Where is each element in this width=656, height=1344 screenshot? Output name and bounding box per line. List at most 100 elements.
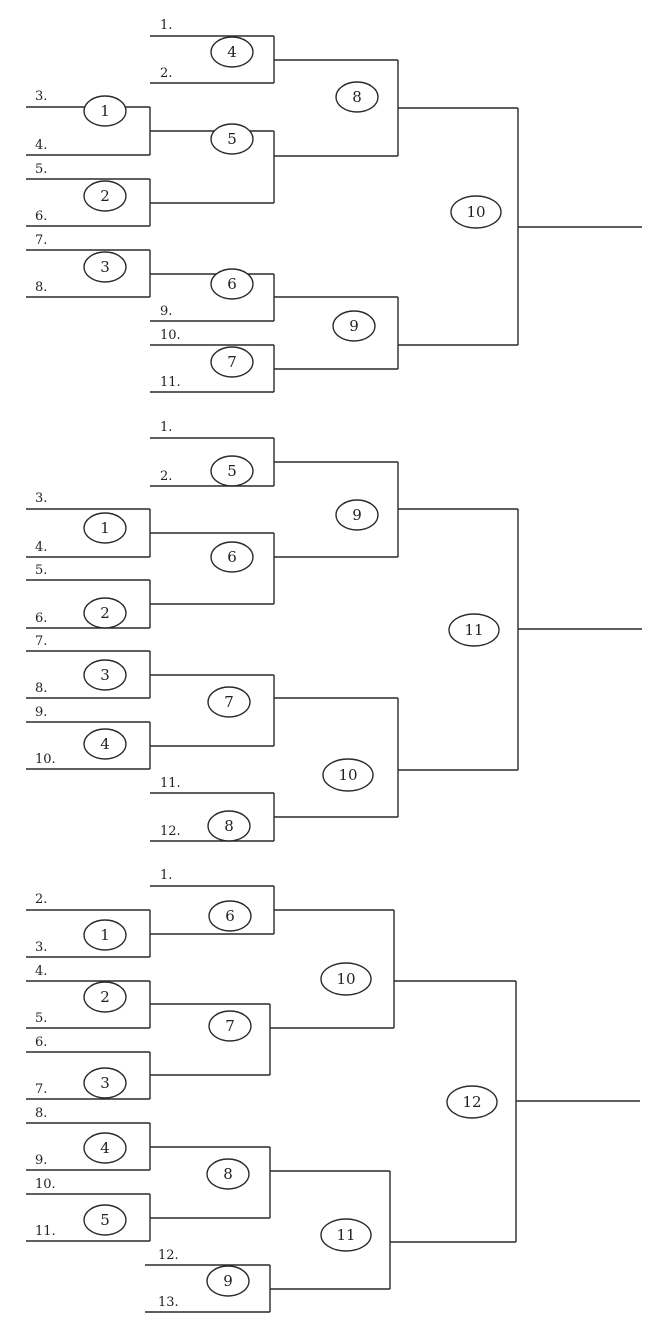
slot-label: 7.	[35, 634, 47, 649]
slot-label: 5.	[35, 1011, 47, 1026]
game-oval: 7	[208, 1010, 252, 1042]
svg-text:10: 10	[336, 970, 355, 988]
slot-label: 8.	[35, 280, 47, 295]
slot-label: 2.	[160, 66, 172, 81]
svg-text:2: 2	[100, 988, 110, 1006]
game-oval: 9	[332, 310, 376, 342]
svg-text:1: 1	[100, 926, 110, 944]
svg-text:9: 9	[352, 506, 362, 524]
svg-text:4: 4	[227, 43, 237, 61]
slot-label: 11.	[35, 1224, 56, 1239]
game-oval: 7	[207, 686, 251, 718]
svg-text:10: 10	[466, 203, 485, 221]
svg-text:1: 1	[100, 102, 110, 120]
slot-label: 1.	[160, 868, 172, 883]
slot-label: 9.	[35, 705, 47, 720]
svg-text:11: 11	[464, 621, 483, 639]
game-oval: 8	[335, 81, 379, 113]
svg-text:2: 2	[100, 187, 110, 205]
game-oval: 1	[83, 512, 127, 544]
slot-label: 12.	[160, 824, 181, 839]
game-oval: 7	[210, 346, 254, 378]
slot-label: 5.	[35, 162, 47, 177]
game-oval: 1	[83, 919, 127, 951]
svg-text:6: 6	[227, 548, 237, 566]
slot-label: 3.	[35, 89, 47, 104]
game-oval: 10	[320, 962, 372, 996]
slot-label: 11.	[160, 776, 181, 791]
slot-label: 11.	[160, 375, 181, 390]
slot-label: 1.	[160, 18, 172, 33]
game-oval: 10	[450, 195, 502, 229]
slot-label: 10.	[160, 328, 181, 343]
slot-label: 6.	[35, 209, 47, 224]
game-oval: 2	[83, 597, 127, 629]
slot-label: 10.	[35, 1177, 56, 1192]
game-oval: 12	[446, 1085, 498, 1119]
game-oval: 11	[448, 613, 500, 647]
slot-label: 8.	[35, 681, 47, 696]
slot-label: 4.	[35, 964, 47, 979]
game-oval: 9	[206, 1265, 250, 1297]
slot-label: 2.	[35, 892, 47, 907]
svg-text:5: 5	[227, 130, 237, 148]
game-oval: 6	[210, 541, 254, 573]
game-oval: 11	[320, 1218, 372, 1252]
game-oval: 3	[83, 251, 127, 283]
slot-label: 1.	[160, 420, 172, 435]
svg-text:4: 4	[100, 735, 110, 753]
slot-label: 6.	[35, 1035, 47, 1050]
game-oval: 3	[83, 659, 127, 691]
game-oval: 5	[83, 1204, 127, 1236]
slot-label: 3.	[35, 491, 47, 506]
slot-label: 13.	[158, 1295, 179, 1310]
slot-label: 6.	[35, 611, 47, 626]
slot-label: 2.	[160, 469, 172, 484]
slot-label: 10.	[35, 752, 56, 767]
slot-label: 3.	[35, 940, 47, 955]
game-oval: 8	[206, 1158, 250, 1190]
svg-text:12: 12	[462, 1093, 481, 1111]
game-oval: 10	[322, 758, 374, 792]
svg-text:9: 9	[223, 1272, 233, 1290]
game-oval: 2	[83, 180, 127, 212]
svg-text:8: 8	[352, 88, 362, 106]
slot-label: 9.	[35, 1153, 47, 1168]
svg-text:7: 7	[227, 353, 237, 371]
svg-text:8: 8	[223, 1165, 233, 1183]
svg-text:8: 8	[224, 817, 234, 835]
bracket-12-teams: 1. 2. 3. 4. 5. 6. 7. 8. 9. 10. 11. 12. 1…	[26, 420, 642, 842]
svg-text:3: 3	[100, 1074, 110, 1092]
slot-label: 7.	[35, 233, 47, 248]
slot-label: 8.	[35, 1106, 47, 1121]
svg-text:7: 7	[225, 1017, 235, 1035]
game-oval: 4	[210, 36, 254, 68]
svg-text:2: 2	[100, 604, 110, 622]
game-oval: 9	[335, 499, 379, 531]
bracket-11-teams: 1. 2. 3. 4. 5. 6. 7. 8. 9. 10. 11. 1 2 3…	[26, 18, 642, 393]
slot-label: 4.	[35, 540, 47, 555]
svg-text:5: 5	[100, 1211, 110, 1229]
game-oval: 3	[83, 1067, 127, 1099]
svg-text:9: 9	[349, 317, 359, 335]
svg-text:11: 11	[336, 1226, 355, 1244]
game-oval: 6	[210, 268, 254, 300]
svg-text:6: 6	[227, 275, 237, 293]
svg-text:7: 7	[224, 693, 234, 711]
svg-text:1: 1	[100, 519, 110, 537]
bracket-13-teams: 1. 2. 3. 4. 5. 6. 7. 8. 9. 10. 11. 12. 1…	[26, 868, 640, 1313]
svg-text:6: 6	[225, 907, 235, 925]
game-oval: 6	[208, 900, 252, 932]
svg-text:4: 4	[100, 1139, 110, 1157]
slot-label: 7.	[35, 1082, 47, 1097]
game-oval: 1	[83, 95, 127, 127]
svg-text:3: 3	[100, 666, 110, 684]
slot-label: 12.	[158, 1248, 179, 1263]
game-oval: 2	[83, 981, 127, 1013]
game-oval: 4	[83, 728, 127, 760]
game-oval: 8	[207, 810, 251, 842]
game-oval: 5	[210, 123, 254, 155]
slot-label: 4.	[35, 138, 47, 153]
